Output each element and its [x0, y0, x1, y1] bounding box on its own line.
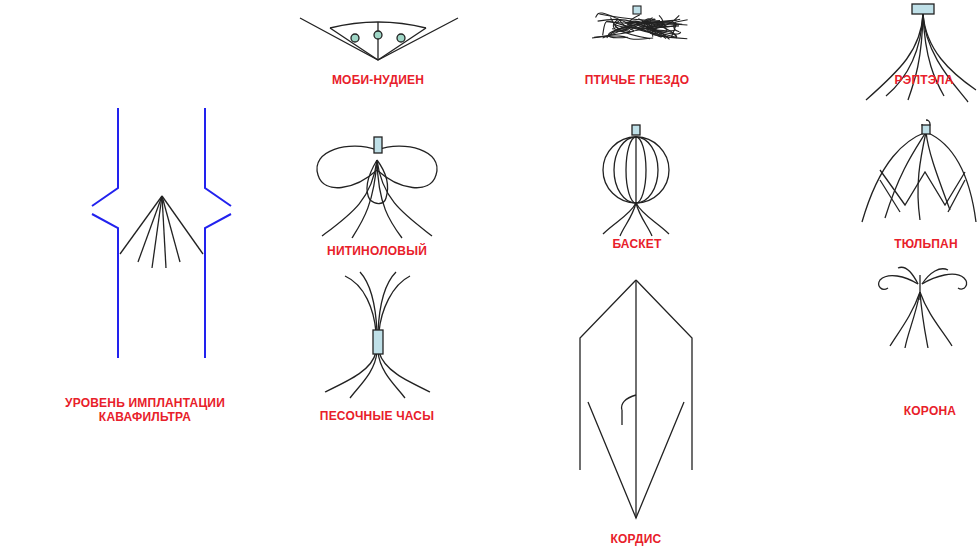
hourglass-filter	[325, 352, 376, 392]
reptela-filter	[912, 4, 934, 14]
cordis-filter	[622, 395, 636, 425]
basket-filter	[636, 203, 669, 234]
tulip-filter	[948, 180, 965, 212]
crown-filter	[898, 267, 918, 284]
mobin-uddin-filter	[300, 18, 458, 60]
implanted-filter	[138, 196, 162, 262]
basket-filter	[632, 125, 640, 135]
basket-filter	[636, 203, 652, 236]
hourglass-filter	[373, 330, 383, 354]
implanted-filter	[162, 196, 203, 254]
cordis-filter	[580, 280, 692, 518]
crown-filter	[920, 292, 952, 346]
reptela-filter	[908, 14, 923, 100]
nitinol-filter	[377, 146, 437, 188]
nitinol-filter	[352, 160, 377, 238]
tulip-filter	[926, 132, 950, 210]
crown-filter	[879, 276, 918, 290]
caption-label: УРОВЕНЬ ИМПЛАНТАЦИИ КАВАФИЛЬТРА	[30, 396, 260, 424]
basket-filter	[603, 137, 669, 203]
vena-cava	[92, 108, 231, 358]
mobin-uddin-filter	[300, 18, 458, 60]
mobin-uddin-filter	[374, 31, 382, 39]
birds-nest-filter	[625, 22, 687, 34]
implanted-filter	[152, 196, 162, 268]
filter-name: ПЕСОЧНЫЕ ЧАСЫ	[320, 409, 434, 423]
mobin-uddin-filter	[378, 28, 426, 60]
filter-name: РЭПТЭЛА	[894, 73, 953, 87]
nitinol-filter	[377, 160, 432, 236]
vena-cava	[205, 214, 231, 358]
filter-name: КОРОНА	[904, 404, 956, 418]
filter-name: НИТИНОЛОВЫЙ	[327, 244, 427, 258]
basket-filter	[635, 137, 636, 203]
tulip-filter	[926, 132, 976, 222]
basket-filter	[603, 203, 636, 234]
crown-filter	[890, 292, 920, 346]
cordis-filter	[635, 280, 636, 518]
cordis-filter	[588, 402, 684, 518]
tulip-filter	[862, 132, 926, 222]
reptela-filter	[866, 14, 923, 100]
mobin-uddin-filter	[397, 34, 405, 42]
vena-cava	[205, 108, 231, 206]
nitinol-filter	[317, 137, 437, 238]
tulip-filter	[880, 180, 900, 212]
birds-nest-filter	[592, 6, 688, 39]
vena-cava	[92, 214, 118, 358]
birds-nest-filter	[607, 25, 670, 39]
reptela-filter	[923, 14, 968, 102]
crown-filter	[879, 267, 967, 348]
crown-filter	[905, 292, 920, 348]
implanted-filter	[120, 196, 203, 268]
mobin-uddin-filter	[330, 28, 378, 60]
reptela-filter	[866, 4, 976, 102]
crown-filter	[922, 269, 948, 284]
filter-name: КОРДИС	[611, 532, 662, 546]
filter-name: МОБИ-НУДИЕН	[332, 73, 424, 87]
birds-nest-filter	[638, 19, 666, 39]
hourglass-filter	[379, 276, 410, 332]
basket-filter	[626, 137, 646, 203]
hourglass-filter	[379, 352, 430, 392]
filter-name: ТЮЛЬПАН	[894, 237, 958, 251]
birds-nest-filter	[610, 17, 650, 38]
nitinol-filter	[322, 160, 377, 236]
filter-name: ПТИЧЬЕ ГНЕЗДО	[585, 73, 689, 87]
tulip-filter	[862, 120, 976, 222]
vena-cava	[92, 108, 118, 206]
mobin-uddin-filter	[377, 22, 378, 60]
basket-filter	[620, 203, 636, 236]
hourglass-filter	[345, 276, 376, 332]
tulip-filter	[922, 125, 930, 134]
filter-name: БАСКЕТ	[612, 237, 661, 251]
mobin-uddin-filter	[351, 34, 359, 42]
birds-nest-filter	[633, 6, 641, 14]
hourglass-filter	[350, 352, 377, 398]
cordis-filter	[636, 280, 692, 470]
basket-filter	[603, 125, 669, 236]
hourglass-filter	[360, 272, 377, 332]
hourglass-filter	[325, 272, 430, 398]
nitinol-filter	[377, 160, 402, 238]
nitinol-filter	[374, 137, 382, 153]
implanted-filter	[162, 196, 180, 262]
basket-filter	[614, 137, 658, 203]
cordis-filter	[580, 280, 636, 470]
